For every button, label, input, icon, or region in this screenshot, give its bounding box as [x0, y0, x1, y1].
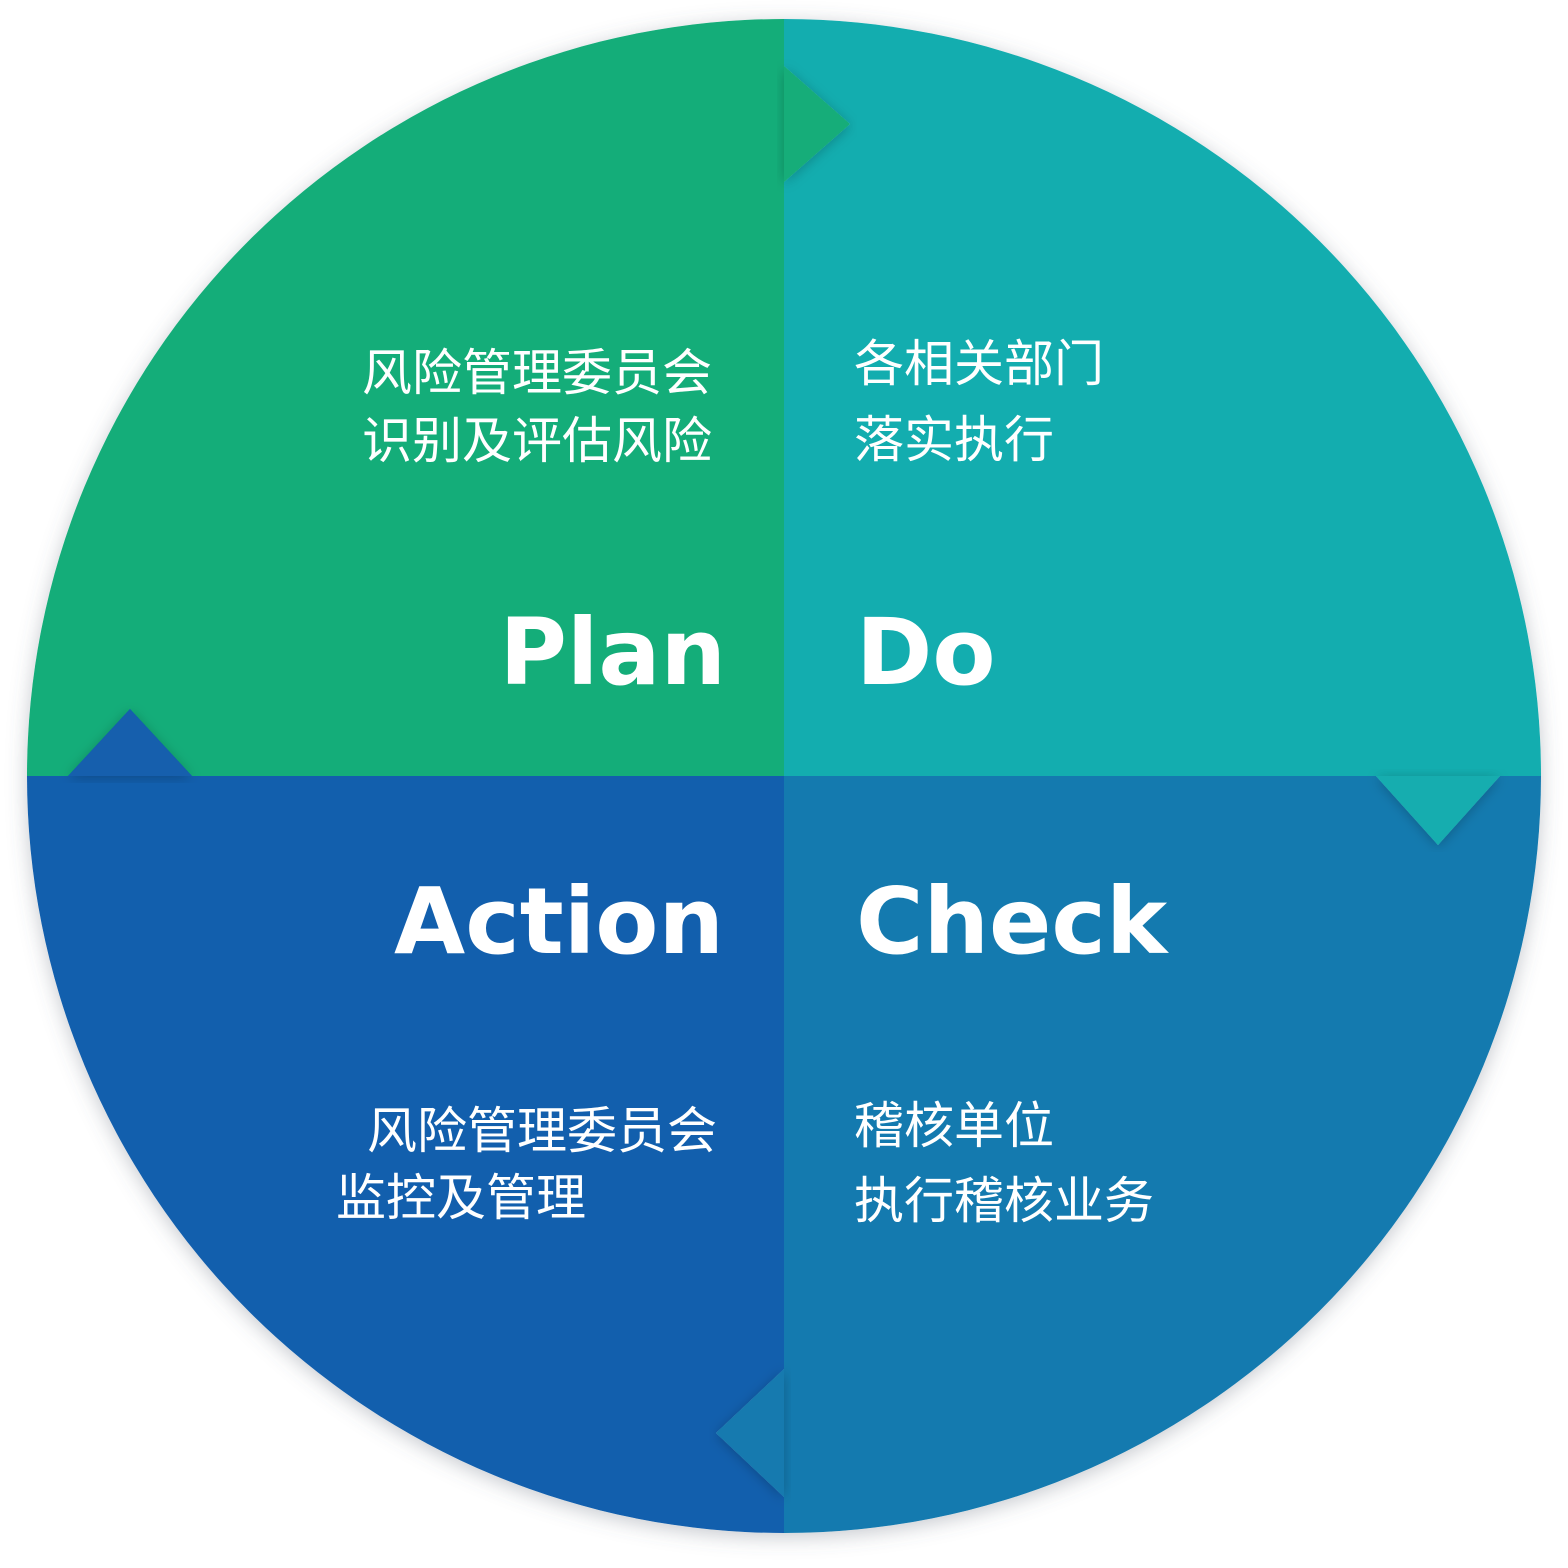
plan-line-2: 识别及评估风险: [362, 412, 712, 470]
check-line-1: 稽核单位: [854, 1097, 1054, 1155]
do-line-2: 落实执行: [854, 411, 1054, 469]
do-line-1: 各相关部门: [854, 335, 1104, 393]
action-line-2: 监控及管理: [336, 1169, 586, 1227]
check-arrow-tip: [716, 1369, 784, 1497]
check-title: Check: [856, 868, 1169, 975]
do-title: Do: [856, 599, 996, 706]
check-line-2: 执行稽核业务: [854, 1172, 1154, 1230]
action-line-1: 风险管理委员会: [367, 1102, 717, 1160]
do-arrow-tip: [1376, 776, 1500, 845]
plan-line-1: 风险管理委员会: [362, 344, 712, 402]
plan-title: Plan: [499, 599, 726, 706]
plan-arrow-tip: [784, 66, 850, 182]
action-title: Action: [394, 868, 724, 975]
action-arrow-tip: [68, 709, 192, 776]
